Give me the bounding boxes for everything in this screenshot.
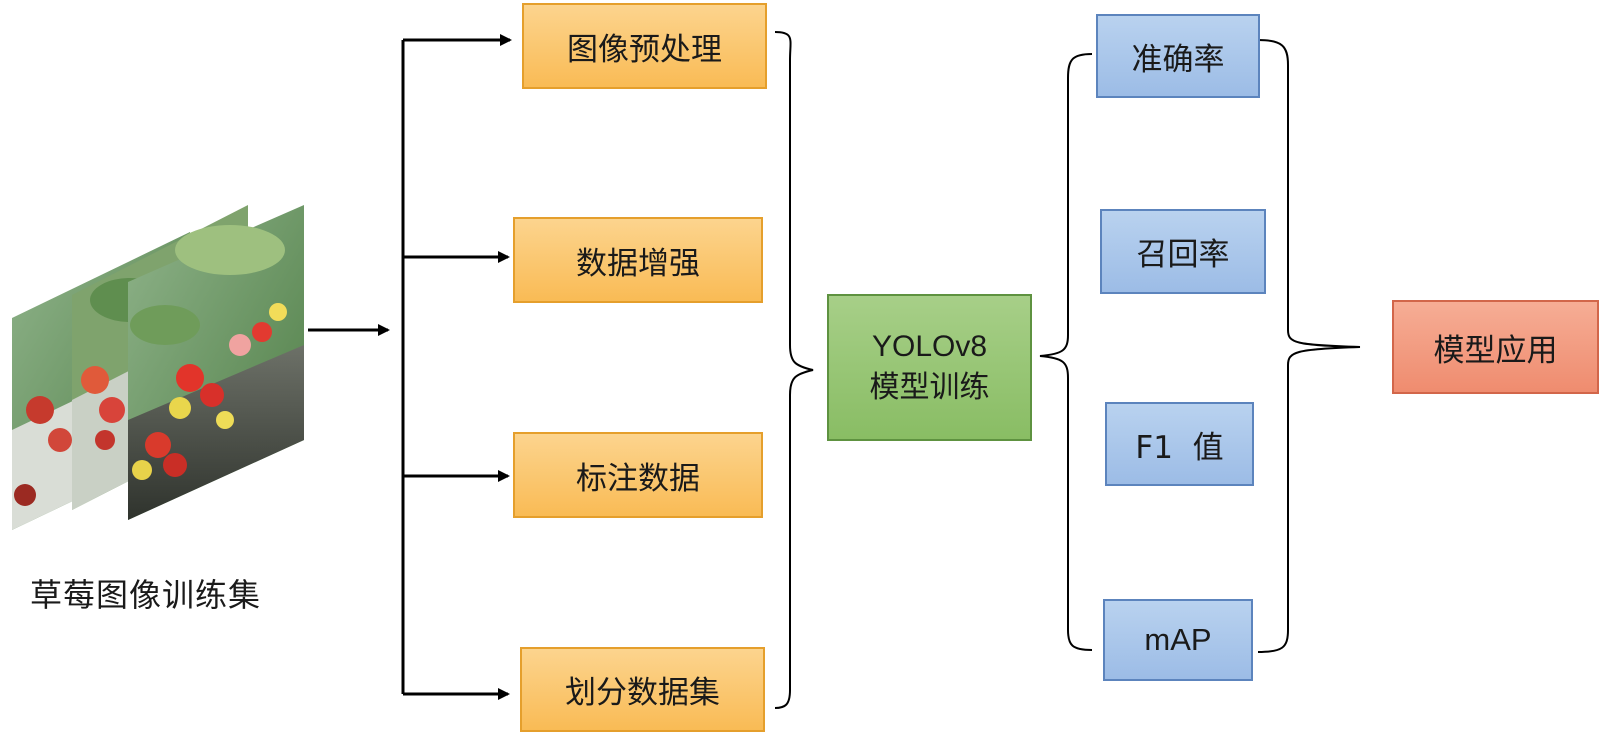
step-preprocess-label: 图像预处理 [567,31,722,68]
metric-recall: 召回率 [1100,209,1266,294]
brace-blue-right [1257,39,1361,653]
metric-f1-label: F1 值 [1135,429,1224,466]
brace-orange [774,31,814,709]
step-augment: 数据增强 [513,217,763,303]
step-split-label: 划分数据集 [565,675,720,711]
training-box: YOLOv8 模型训练 [827,294,1032,441]
application-label: 模型应用 [1433,332,1558,369]
metric-f1: F1 值 [1105,402,1254,486]
metric-recall-label: 召回率 [1136,237,1230,273]
step-annotate-label: 标注数据 [576,460,700,497]
dataset-caption: 草莓图像训练集 [30,576,262,614]
step-augment-label: 数据增强 [576,245,700,282]
application-box: 模型应用 [1392,300,1599,394]
brace-blue-left [1039,53,1093,651]
metric-map-label: mAP [1144,622,1212,657]
metric-accuracy: 准确率 [1096,14,1260,98]
metric-accuracy-label: 准确率 [1131,41,1225,78]
step-annotate: 标注数据 [513,432,763,518]
step-split: 划分数据集 [520,647,765,732]
photo-front [128,205,304,520]
training-label: 模型训练 [869,369,990,405]
step-preprocess: 图像预处理 [522,3,767,89]
metric-map: mAP [1103,599,1253,681]
training-model-name: YOLOv8 [871,330,988,363]
